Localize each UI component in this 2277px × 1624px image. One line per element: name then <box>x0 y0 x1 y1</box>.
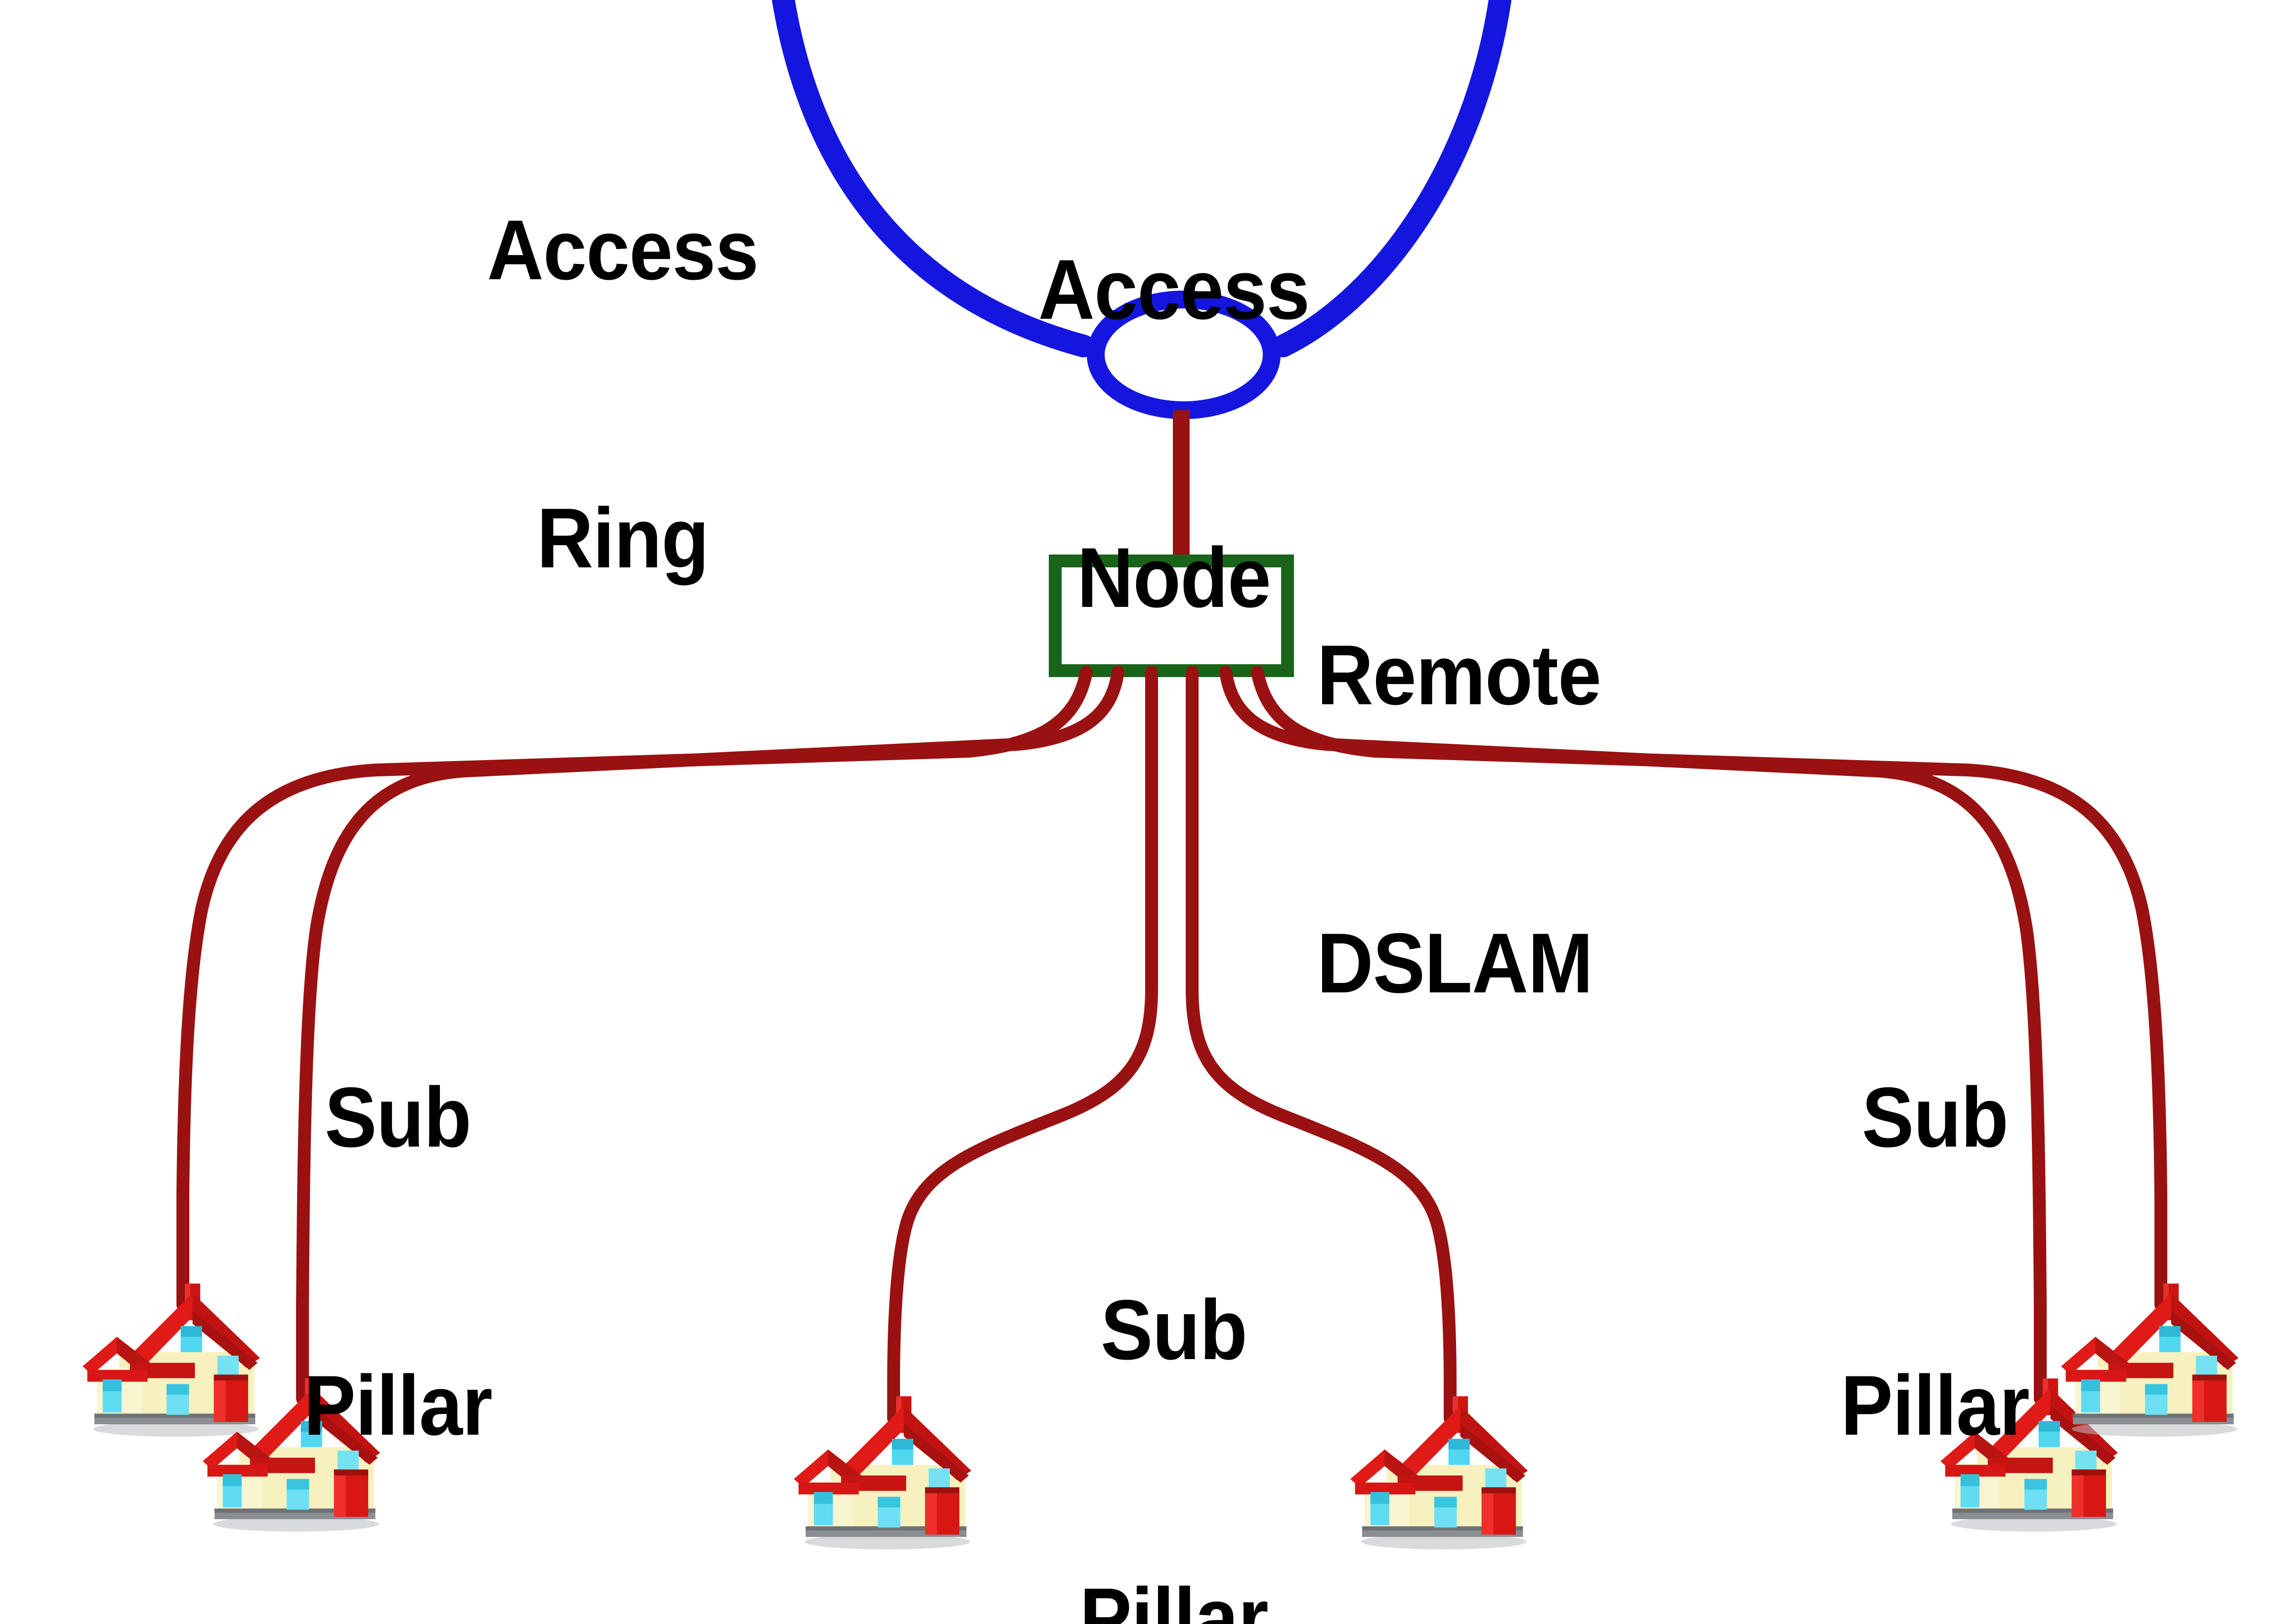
label-sub-pillar-left: Sub Pillar <box>239 877 557 1624</box>
label-access-ring: Access Ring <box>450 10 795 778</box>
dslam-to-subscriber-links <box>176 666 2167 1425</box>
link-house-5 <box>1219 666 2047 1405</box>
label-access-node-line2: Node <box>1077 530 1271 625</box>
label-access-ring-line2: Ring <box>537 490 709 586</box>
label-remote-dslam-line2: DSLAM <box>1317 915 1593 1011</box>
link-house-6 <box>1251 666 2167 1311</box>
link-house-2 <box>296 666 1124 1405</box>
label-sub-pillar-left-line2: Pillar <box>303 1358 492 1453</box>
label-sub-pillar-right: Sub Pillar <box>1776 877 2094 1624</box>
house-1 <box>83 1283 260 1437</box>
label-access-node-line1: Access <box>1038 242 1310 337</box>
link-house-3 <box>887 666 1158 1425</box>
remote-dslam-shape <box>1049 555 1294 677</box>
label-remote-dslam: Remote DSLAM <box>1317 435 1708 1203</box>
label-sub-pillar-center-line1: Sub <box>1100 1282 1247 1377</box>
label-sub-pillar-left-line1: Sub <box>324 1069 472 1165</box>
label-sub-pillar-right-line1: Sub <box>1861 1069 2009 1165</box>
access-ring-link <box>772 0 1511 357</box>
label-sub-pillar-center-line2: Pillar <box>1079 1570 1268 1624</box>
label-sub-pillar-right-line2: Pillar <box>1841 1358 2029 1453</box>
house-4 <box>1350 1396 1528 1550</box>
label-access-ring-line1: Access <box>487 202 759 298</box>
link-house-1 <box>176 666 1093 1311</box>
label-remote-dslam-line1: Remote <box>1317 627 1601 723</box>
label-sub-pillar-center: Sub Pillar <box>1015 1090 1333 1624</box>
label-access-node: Access Node <box>1001 49 1346 818</box>
link-house-4 <box>1186 666 1457 1425</box>
house-3 <box>794 1396 971 1550</box>
